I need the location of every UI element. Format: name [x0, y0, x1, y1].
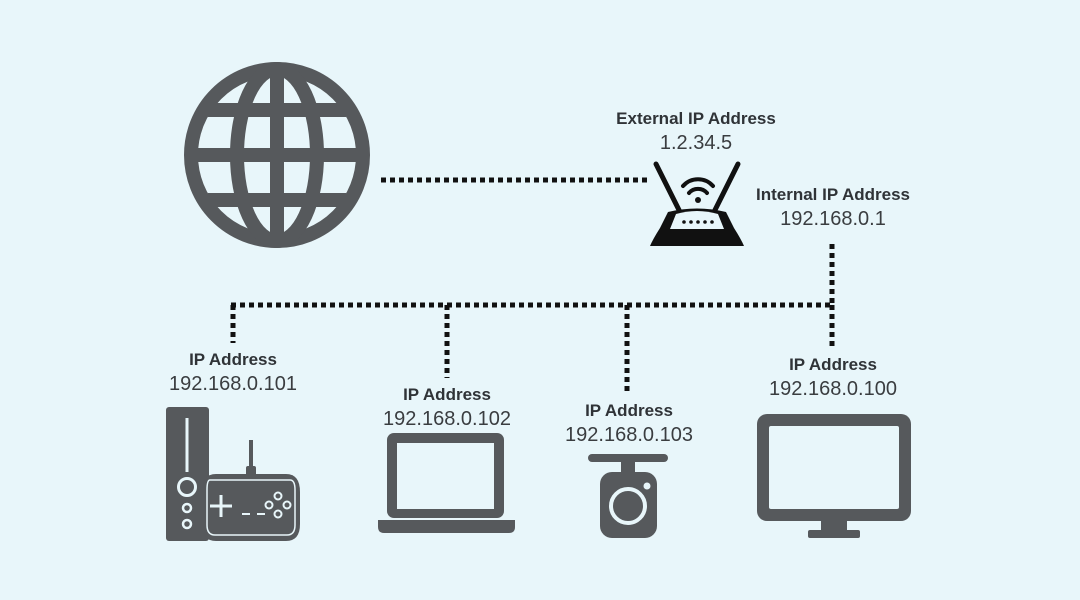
device-label-camera: IP Address 192.168.0.103 [539, 400, 719, 448]
device-ip-value: 192.168.0.102 [383, 408, 511, 430]
internal-ip-label: Internal IP Address [756, 185, 910, 204]
internal-ip-value: 192.168.0.1 [780, 208, 886, 230]
internal-ip-label-group: Internal IP Address 192.168.0.1 [733, 184, 933, 232]
game-console-icon [166, 407, 300, 541]
device-ip-label: IP Address [585, 401, 673, 420]
device-ip-label: IP Address [789, 355, 877, 374]
wifi-router-icon [650, 161, 744, 246]
device-ip-value: 192.168.0.101 [169, 373, 297, 395]
laptop-icon [378, 433, 515, 533]
external-ip-label-group: External IP Address 1.2.34.5 [586, 108, 806, 156]
device-label-monitor: IP Address 192.168.0.100 [743, 354, 923, 402]
connection-lines [230, 177, 835, 392]
device-ip-value: 192.168.0.103 [565, 424, 693, 446]
device-label-laptop: IP Address 192.168.0.102 [357, 384, 537, 432]
device-ip-label: IP Address [403, 385, 491, 404]
device-ip-label: IP Address [189, 350, 277, 369]
security-camera-icon [588, 454, 668, 538]
device-ip-value: 192.168.0.100 [769, 378, 897, 400]
globe-icon [184, 62, 370, 248]
external-ip-value: 1.2.34.5 [659, 132, 733, 154]
external-ip-label: External IP Address [616, 109, 776, 128]
monitor-icon [757, 414, 911, 538]
device-label-console: IP Address 192.168.0.101 [143, 349, 323, 397]
